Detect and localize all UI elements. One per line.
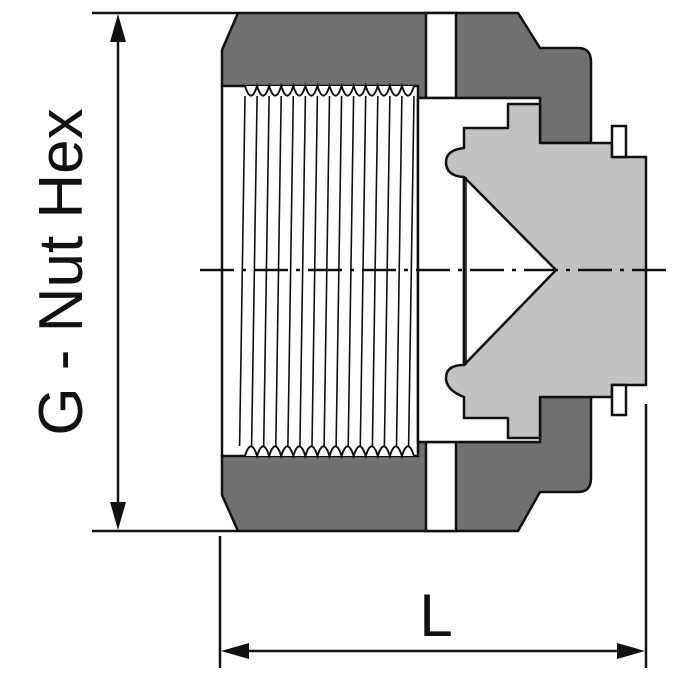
thread-line <box>287 95 295 447</box>
thread-crests-top <box>239 82 418 97</box>
nut-slot <box>424 11 458 533</box>
thread-line <box>299 95 307 447</box>
length-dimension-label: L <box>419 582 452 649</box>
nut-slot-top <box>424 11 458 100</box>
cone-cavity <box>462 175 558 367</box>
nut-slot-bottom <box>424 440 458 533</box>
dimension-height <box>92 11 238 533</box>
height-dimension-label: G - Nut Hex <box>27 108 96 435</box>
arrow-head-up <box>110 14 126 42</box>
thread-crests-bottom <box>239 445 418 460</box>
arrow-head-down <box>110 502 126 530</box>
dimension-length <box>218 404 648 668</box>
seal-tab-bottom <box>610 383 628 417</box>
thread-line <box>395 95 403 447</box>
thread-line <box>407 95 415 447</box>
seal-tab-top <box>610 124 628 159</box>
arrow-head-left <box>221 643 249 659</box>
seal-tabs <box>610 124 628 417</box>
arrow-head-right <box>617 643 645 659</box>
